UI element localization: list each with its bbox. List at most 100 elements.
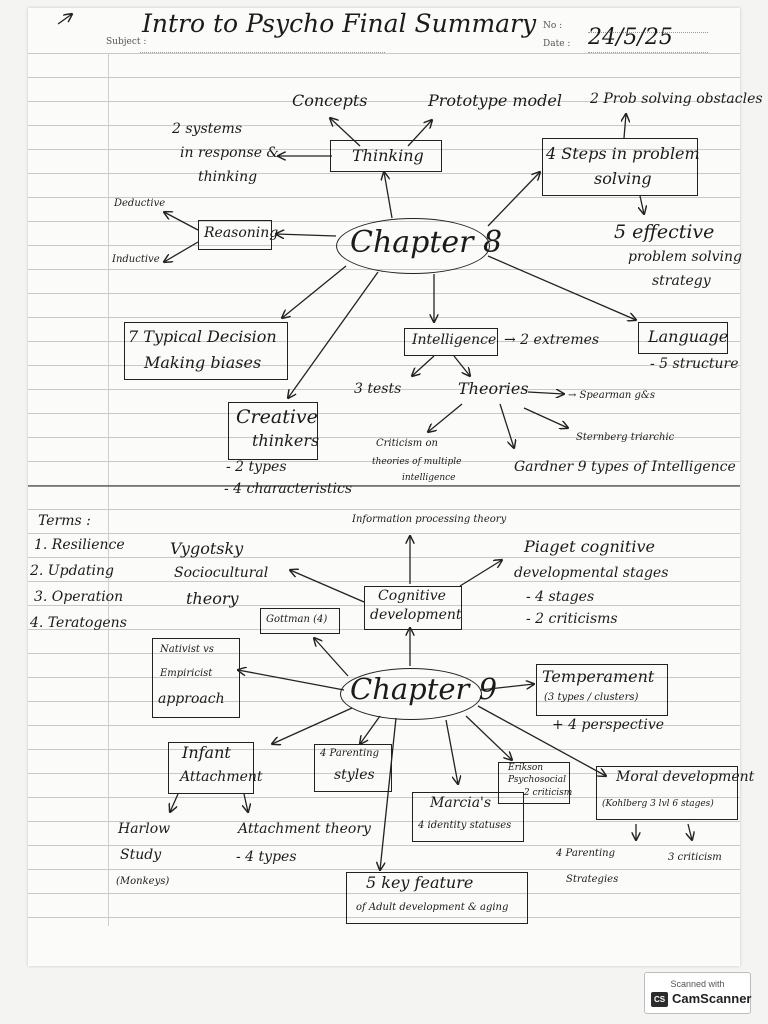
chapter-9-center: Chapter 9 bbox=[350, 672, 498, 706]
page-title: Intro to Psycho Final Summary bbox=[142, 9, 537, 38]
chapter-9-oval bbox=[340, 668, 482, 720]
five-effective-line-1: 5 effective bbox=[614, 221, 715, 243]
creative-line-1: Creative bbox=[236, 406, 318, 428]
criticism-line-2: theories of multiple bbox=[372, 457, 462, 467]
infant-attachment-line-2: Attachment bbox=[180, 769, 263, 785]
parenting-styles-line-2: styles bbox=[334, 767, 375, 783]
gottman-box bbox=[260, 608, 340, 634]
vygotsky-line-3: theory bbox=[186, 589, 239, 608]
temperament-box bbox=[536, 664, 668, 716]
five-effective-line-3: strategy bbox=[652, 273, 711, 289]
five-structure-label: - 5 structure bbox=[650, 356, 739, 372]
term-item: 4. Teratogens bbox=[30, 615, 127, 631]
nativist-line-1: Nativist vs bbox=[160, 644, 214, 655]
parenting-styles-line-1: 4 Parenting bbox=[320, 748, 379, 759]
erikson-line-1: Erikson bbox=[508, 763, 544, 773]
cognitive-dev-line-2: development bbox=[370, 607, 462, 623]
reasoning-box bbox=[198, 220, 272, 250]
four-characteristics-label: - 4 characteristics bbox=[224, 481, 353, 497]
two-types-label: - 2 types bbox=[226, 459, 287, 475]
watermark-line-2: CamScanner bbox=[672, 991, 752, 1006]
decision-biases-box bbox=[124, 322, 288, 380]
four-steps-box bbox=[542, 138, 698, 196]
four-steps-line-2: solving bbox=[594, 169, 652, 188]
two-systems-line-1: 2 systems bbox=[172, 121, 243, 137]
date-label: Date : bbox=[543, 39, 571, 49]
piaget-line-2: developmental stages bbox=[514, 565, 669, 581]
creative-line-2: thinkers bbox=[252, 431, 320, 450]
moral-development-line-2: (Kohlberg 3 lvl 6 stages) bbox=[602, 799, 714, 809]
thinking-label: Thinking bbox=[352, 146, 424, 165]
five-effective-line-2: problem solving bbox=[628, 249, 742, 265]
creative-thinkers-box bbox=[228, 402, 318, 460]
language-box bbox=[638, 322, 728, 354]
gardner-label: Gardner 9 types of Intelligence bbox=[514, 459, 736, 475]
three-tests-label: 3 tests bbox=[354, 381, 402, 397]
harlow-line-2: Study bbox=[120, 847, 162, 863]
cognitive-dev-line-1: Cognitive bbox=[378, 588, 446, 604]
erikson-box bbox=[498, 762, 570, 804]
criticism-line-1: Criticism on bbox=[376, 438, 438, 449]
camscanner-watermark: Scanned with CS CamScanner bbox=[644, 972, 751, 1014]
intelligence-box bbox=[404, 328, 498, 356]
decision-biases-line-1: 7 Typical Decision bbox=[128, 327, 277, 346]
harlow-line-3: (Monkeys) bbox=[116, 876, 170, 887]
gottman-label: Gottman (4) bbox=[266, 614, 328, 625]
nativist-line-3: approach bbox=[158, 691, 225, 707]
term-item: 1. Resilience bbox=[34, 537, 125, 553]
two-systems-line-2: in response & bbox=[180, 145, 279, 161]
temperament-line-1: Temperament bbox=[542, 667, 655, 686]
deductive-label: Deductive bbox=[114, 198, 166, 209]
four-types-label: - 4 types bbox=[236, 849, 297, 865]
adult-development-box bbox=[346, 872, 528, 924]
marcia-line-1: Marcia's bbox=[430, 795, 492, 811]
cognitive-dev-box bbox=[364, 586, 462, 630]
language-label: Language bbox=[648, 327, 729, 346]
chapter-8-oval bbox=[336, 218, 490, 274]
two-criticisms-label: - 2 criticisms bbox=[526, 611, 618, 627]
adult-development-line-1: 5 key feature bbox=[366, 873, 474, 892]
moral-development-box bbox=[596, 766, 738, 820]
four-steps-line-1: 4 Steps in problem bbox=[546, 144, 700, 163]
date-value: 24/5/25 bbox=[588, 25, 673, 50]
marcia-line-2: 4 identity statuses bbox=[418, 820, 512, 831]
intelligence-label: Intelligence bbox=[412, 332, 497, 348]
nativist-line-2: Empiricist bbox=[160, 668, 213, 679]
inductive-label: Inductive bbox=[112, 254, 160, 265]
spearman-label: → Spearman g&s bbox=[568, 390, 655, 401]
watermark-line-1: Scanned with bbox=[670, 979, 725, 989]
reasoning-label: Reasoning bbox=[204, 225, 279, 241]
camscanner-logo-icon: CS bbox=[651, 992, 668, 1007]
three-criticism-label: 3 criticism bbox=[668, 852, 722, 863]
decision-biases-line-2: Making biases bbox=[144, 353, 262, 372]
theories-label: Theories bbox=[458, 379, 529, 398]
four-stages-label: - 4 stages bbox=[526, 589, 595, 605]
erikson-line-2: Psychosocial bbox=[508, 775, 566, 785]
terms-heading: Terms : bbox=[38, 513, 91, 529]
parenting-strategies-line-1: 4 Parenting bbox=[556, 848, 615, 859]
concepts-label: Concepts bbox=[292, 91, 368, 110]
sternberg-label: Sternberg triarchic bbox=[576, 432, 675, 443]
info-processing-label: Information processing theory bbox=[352, 514, 507, 525]
no-label: No : bbox=[543, 21, 563, 31]
temperament-line-2: (3 types / clusters) bbox=[544, 692, 639, 703]
parenting-styles-box bbox=[314, 744, 392, 792]
vygotsky-line-1: Vygotsky bbox=[170, 539, 244, 558]
two-extremes-label: → 2 extremes bbox=[504, 332, 600, 348]
chapter-8-center: Chapter 8 bbox=[350, 225, 503, 260]
adult-development-line-2: of Adult development & aging bbox=[356, 902, 509, 913]
harlow-line-1: Harlow bbox=[118, 821, 171, 837]
term-item: 2. Updating bbox=[30, 563, 114, 579]
erikson-line-3: - 2 criticism bbox=[518, 788, 573, 798]
attachment-theory-label: Attachment theory bbox=[238, 821, 371, 837]
infant-attachment-line-1: Infant bbox=[182, 743, 231, 762]
piaget-line-1: Piaget cognitive bbox=[524, 537, 655, 556]
thinking-box bbox=[330, 140, 442, 172]
problem-solving-obstacles-label: 2 Prob solving obstacles bbox=[590, 91, 763, 107]
prototype-model-label: Prototype model bbox=[428, 91, 563, 110]
two-systems-line-3: thinking bbox=[198, 169, 258, 185]
vygotsky-line-2: Sociocultural bbox=[174, 565, 269, 581]
infant-attachment-box bbox=[168, 742, 254, 794]
marcia-box bbox=[412, 792, 524, 842]
moral-development-line-1: Moral development bbox=[616, 769, 755, 785]
